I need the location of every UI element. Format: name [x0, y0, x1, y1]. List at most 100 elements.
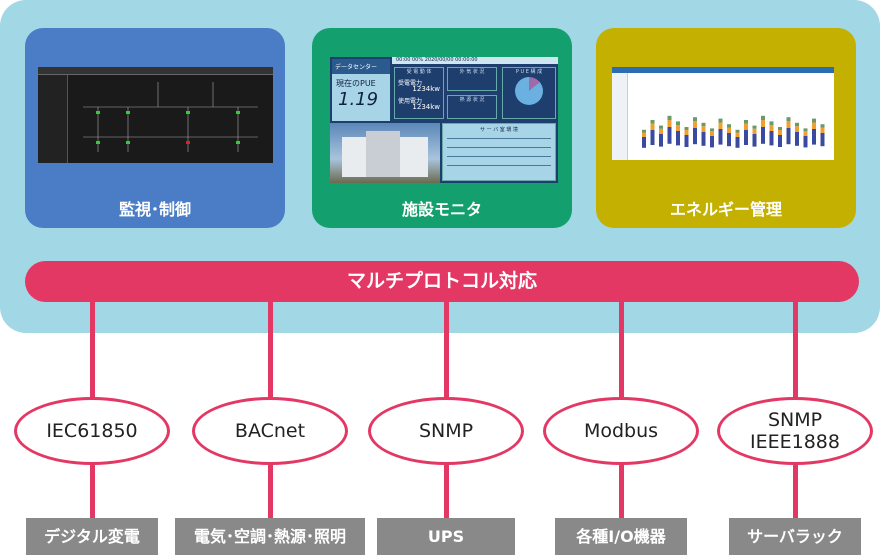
energy-bar [752, 125, 757, 129]
device-label: サーバラック [729, 518, 861, 555]
facility-title: データセンター [332, 59, 390, 74]
energy-bar [744, 123, 748, 130]
energy-bar [761, 120, 765, 127]
protocol-ellipse: SNMP [368, 397, 524, 465]
energy-bar [778, 127, 782, 130]
energy-bar [786, 117, 791, 122]
energy-bar [659, 134, 663, 147]
protocol-name: SNMP [767, 409, 823, 431]
energy-bar [752, 134, 757, 147]
energy-bar [659, 128, 663, 134]
energy-bar [701, 132, 706, 146]
energy-bar [786, 121, 791, 128]
energy-bar [650, 123, 655, 130]
energy-bar [693, 117, 697, 122]
device-label: 各種I/O機器 [555, 518, 687, 555]
protocol-name: IEC61850 [46, 420, 138, 442]
energy-bar [718, 129, 723, 145]
energy-bar [667, 120, 672, 127]
multi-protocol-bar: マルチプロトコル対応 [25, 261, 859, 302]
energy-bar [710, 128, 714, 132]
energy-bar [812, 122, 816, 129]
protocol-name: Modbus [583, 420, 659, 442]
single-line-diagram-icon [83, 82, 258, 152]
energy-bar [701, 122, 706, 127]
protocol-name: BACnet [234, 420, 306, 442]
energy-bar [735, 137, 740, 148]
energy-bar [693, 121, 697, 128]
energy-bar [718, 122, 723, 129]
energy-bar [744, 130, 748, 145]
protocol-ellipse: BACnet [192, 397, 348, 465]
energy-bar [820, 133, 825, 147]
energy-bar [667, 127, 672, 144]
power1-value: 1234kw [412, 85, 440, 93]
outside-header: 外 気 状 況 [447, 67, 497, 91]
pue-label: 現在のPUE [336, 79, 376, 88]
energy-bar [718, 118, 723, 123]
energy-bar [744, 120, 748, 124]
energy-bar [676, 121, 680, 125]
card-label: 監視･制御 [118, 200, 191, 219]
energy-bar [761, 115, 765, 120]
card-label: 施設モニタ [401, 200, 482, 219]
energy-bar [769, 131, 774, 146]
heat-header: 熱 源 状 況 [447, 95, 497, 119]
energy-bar [642, 132, 646, 137]
monitoring-screenshot [38, 67, 273, 163]
card-facility-monitor: 00:00 00% 2020/00/00 00:00:00 データセンター 現在… [312, 28, 572, 228]
energy-bar [727, 127, 731, 133]
energy-bar [735, 132, 740, 137]
energy-bar [735, 129, 740, 133]
server-header: サ ー バ 室 環 境 [480, 127, 518, 133]
energy-bar [701, 126, 706, 132]
energy-bar [676, 125, 680, 131]
energy-bar [820, 127, 825, 133]
protocol-ellipse: Modbus [543, 397, 699, 465]
device-label: デジタル変電 [26, 518, 158, 555]
energy-bar [727, 124, 731, 128]
energy-bar [667, 115, 672, 120]
protocol-ellipse: IEC61850 [14, 397, 170, 465]
energy-bar [659, 125, 663, 129]
pie-chart-icon [515, 77, 543, 105]
energy-bar [795, 126, 799, 132]
energy-bar [710, 136, 714, 148]
protocol-name: SNMP [418, 420, 474, 442]
energy-bar [684, 127, 689, 130]
energy-bar [761, 127, 765, 144]
energy-bar [803, 131, 808, 136]
energy-bar [795, 122, 799, 127]
pue-chart-header: P U E 構 成 [515, 69, 543, 75]
pue-value: 1.19 [338, 89, 379, 110]
energy-bar [812, 118, 816, 123]
energy-bar [693, 128, 697, 145]
energy-bar-chart-icon [642, 115, 825, 148]
status-topbar: 00:00 00% 2020/00/00 00:00:00 [392, 57, 558, 64]
energy-bar [778, 135, 782, 147]
device-label: 電気･空調･熱源･照明 [175, 518, 365, 555]
energy-bar [642, 137, 646, 148]
energy-bar [795, 132, 799, 146]
energy-bar [769, 125, 774, 131]
energy-bar [820, 124, 825, 128]
energy-bar [752, 128, 757, 134]
energy-bar [650, 120, 655, 124]
energy-management-screenshot [612, 67, 834, 160]
energy-bar [803, 136, 808, 148]
power1-label: 受電電力 [398, 80, 423, 87]
energy-bar [727, 133, 731, 147]
protocol-name: IEEE1888 [750, 431, 840, 453]
energy-bar [778, 130, 782, 135]
facility-monitor-screenshot: 00:00 00% 2020/00/00 00:00:00 データセンター 現在… [330, 57, 558, 183]
energy-bar [684, 135, 689, 147]
card-label: エネルギー管理 [669, 200, 782, 219]
energy-bar [803, 128, 808, 132]
power2-label: 使用電力 [398, 98, 423, 105]
energy-bar [642, 129, 646, 133]
energy-bar [786, 128, 791, 145]
device-label: UPS [377, 518, 515, 555]
energy-bar [769, 121, 774, 125]
energy-bar [650, 130, 655, 145]
